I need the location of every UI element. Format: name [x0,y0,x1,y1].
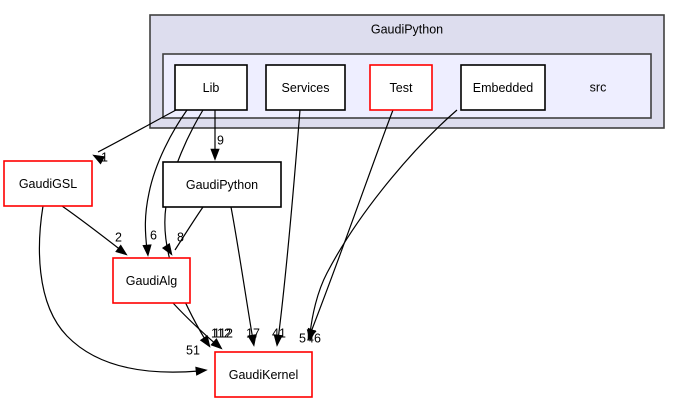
edge-Services-to-GaudiKernel [273,109,301,347]
edge-arrowhead-GaudiGSL-GaudiKernel [195,366,208,376]
node-Test[interactable]: Test [369,64,433,111]
edge-label-GaudiPython-GaudiAlg: 8 [177,230,184,244]
edge-Embedded-to-GaudiKernel [306,109,458,342]
node-box-GaudiGSL[interactable] [3,160,93,207]
node-GaudiGSL[interactable]: GaudiGSL [3,160,93,207]
edge-Lib-to-GaudiPython [210,110,220,161]
edge-label-Lib-GaudiKernel: 112 [213,326,233,340]
edge-path-GaudiPython-GaudiAlg [174,206,204,251]
edge-path-GaudiGSL-GaudiKernel [38,205,200,373]
node-GaudiAlg[interactable]: GaudiAlg [112,257,191,304]
edge-path-Services-GaudiKernel [277,109,301,341]
node-label-GaudiGSL: GaudiGSL [19,177,77,191]
cluster-label-inner: src [590,80,607,94]
node-GaudiPython[interactable]: GaudiPython [162,161,282,208]
node-label-Embedded: Embedded [473,81,534,95]
edge-arrowhead-Lib-GaudiPython [210,148,220,161]
edge-arrowhead-Embedded-GaudiKernel [306,329,316,342]
edge-path-Lib-GaudiGSL [97,109,177,153]
edge-Lib-to-GaudiAlg [142,109,188,257]
node-box-GaudiKernel[interactable] [214,351,313,398]
edge-arrowhead-GaudiAlg-GaudiKernel [210,338,223,350]
edge-label-GaudiPython-GaudiKernel: 17 [246,326,260,340]
edge-label-Lib-GaudiGSL: 1 [101,150,108,164]
edge-label-Services-GaudiKernel: 41 [272,326,286,340]
edge-label-Lib-GaudiPython: 9 [217,133,224,147]
edge-GaudiGSL-to-GaudiKernel [38,205,208,376]
edge-label-Embedded-GaudiKernel: 46 [307,331,321,345]
edge-Lib-to-GaudiKernel [164,109,211,348]
edge-path-Lib-GaudiAlg [144,109,188,251]
node-label-Lib: Lib [203,81,220,95]
edge-label-GaudiAlg-GaudiKernel: 112 [211,326,231,340]
edge-Test-to-GaudiKernel [307,109,394,341]
edge-GaudiGSL-to-GaudiAlg [61,205,128,256]
node-Embedded[interactable]: Embedded [460,64,546,111]
edge-label-Test-GaudiKernel: 5 [299,331,306,345]
node-label-GaudiPython: GaudiPython [186,178,258,192]
edge-Lib-to-GaudiGSL [92,109,177,165]
cluster-label-outer: GaudiPython [371,22,443,36]
edge-path-Test-GaudiKernel [310,109,394,333]
node-Services[interactable]: Services [265,64,346,111]
node-box-Test[interactable] [369,64,433,111]
node-box-Embedded[interactable] [460,64,546,111]
node-label-Test: Test [390,81,413,95]
edge-arrowhead-GaudiGSL-GaudiAlg [115,244,128,256]
edge-arrowhead-Lib-GaudiKernel [199,335,211,348]
edge-GaudiPython-to-GaudiAlg [161,206,204,256]
node-box-GaudiPython[interactable] [162,161,282,208]
edge-GaudiPython-to-GaudiKernel [230,206,257,347]
node-label-GaudiAlg: GaudiAlg [126,274,177,288]
edge-label-GaudiGSL-GaudiAlg: 2 [115,230,122,244]
node-box-Lib[interactable] [174,64,248,111]
node-GaudiKernel[interactable]: GaudiKernel [214,351,313,398]
edge-arrowhead-GaudiPython-GaudiKernel [247,334,257,347]
edge-path-Lib-GaudiKernel [164,109,207,342]
node-label-GaudiKernel: GaudiKernel [229,368,299,382]
edge-arrowhead-Lib-GaudiGSL [92,154,106,165]
edge-arrowhead-Lib-GaudiAlg [142,244,152,257]
edge-label-Lib-GaudiAlg: 6 [150,228,157,242]
edge-path-GaudiGSL-GaudiAlg [61,205,123,252]
node-box-Services[interactable] [265,64,346,111]
edge-path-GaudiPython-GaudiKernel [230,206,254,341]
edge-arrowhead-Services-GaudiKernel [273,334,283,347]
edge-path-Embedded-GaudiKernel [309,109,458,335]
edge-arrowhead-GaudiPython-GaudiAlg [161,242,173,256]
edge-GaudiAlg-to-GaudiKernel [172,302,223,350]
node-Lib[interactable]: Lib [174,64,248,111]
node-box-GaudiAlg[interactable] [112,257,191,304]
edge-label-GaudiGSL-GaudiKernel: 51 [186,343,200,357]
node-label-Services: Services [282,81,330,95]
